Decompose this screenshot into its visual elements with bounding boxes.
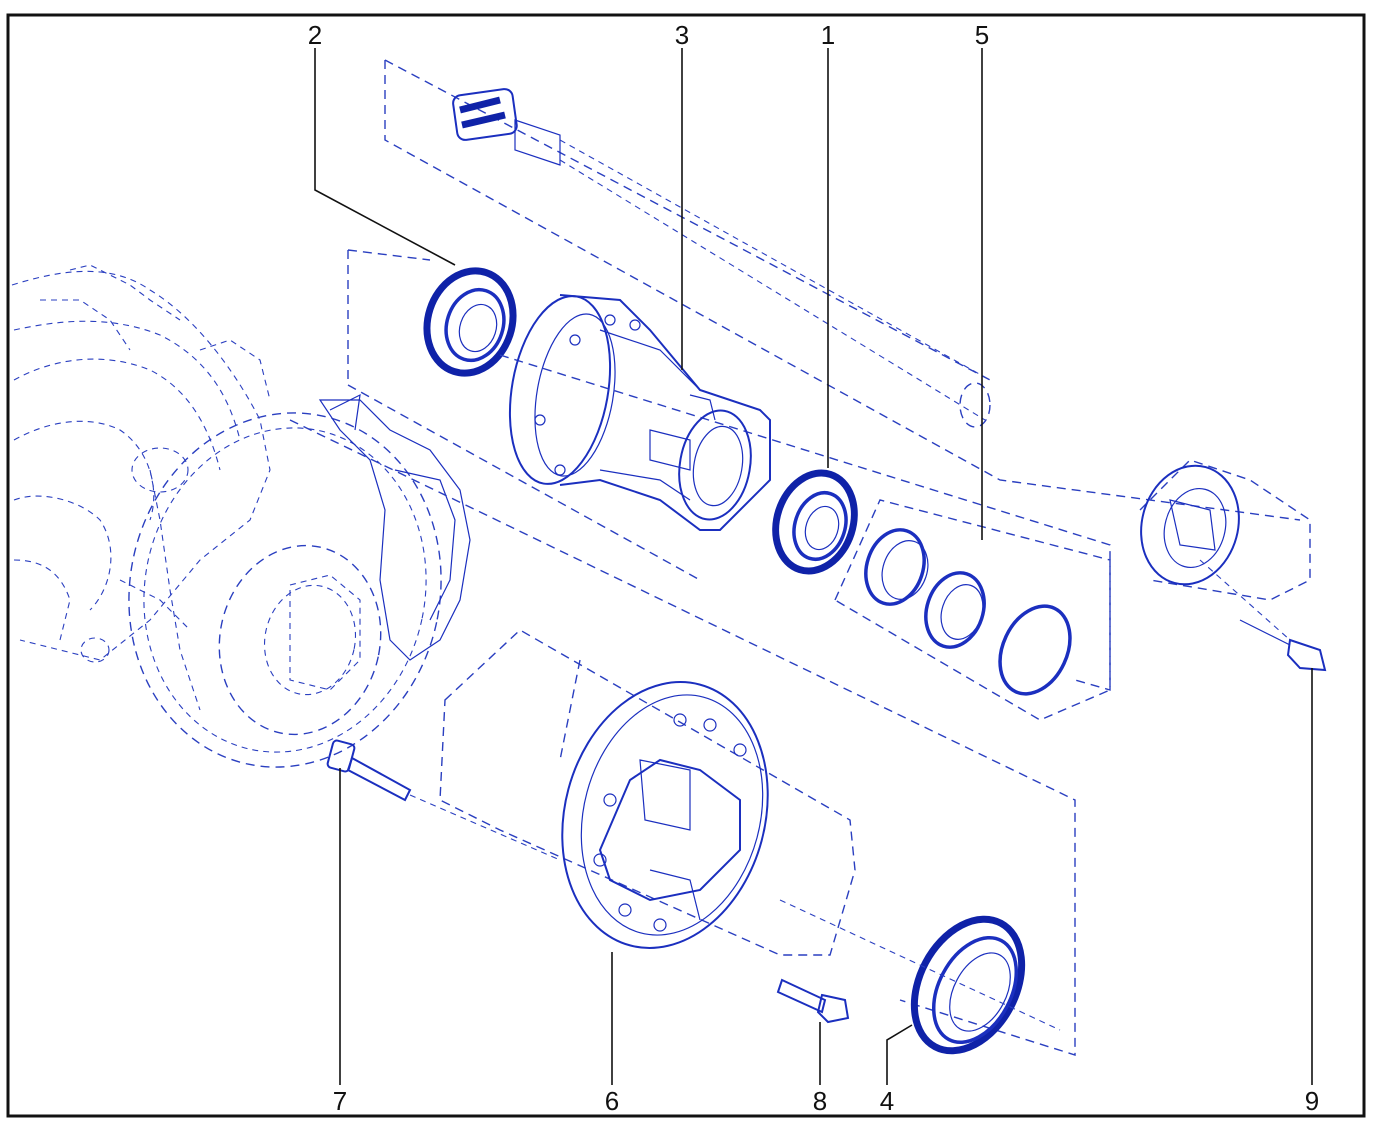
- part-8-bolt: [776, 978, 850, 1024]
- callout-8: 8: [813, 1086, 827, 1116]
- callout-7: 7: [333, 1086, 347, 1116]
- diagram-frame: [6, 13, 1366, 1118]
- part-5-retainer-set: [834, 499, 1111, 721]
- part-9-bolt: [1199, 559, 1327, 672]
- leader-lines: [314, 48, 1313, 1085]
- axle-housing-ghost: [11, 264, 271, 663]
- callout-1: 1: [821, 20, 835, 50]
- assembly-guide-upper: [347, 249, 1111, 691]
- leader-2: [314, 48, 456, 266]
- part-7-wheel-stud: [326, 739, 561, 861]
- callout-9: 9: [1305, 1086, 1319, 1116]
- callout-3: 3: [675, 20, 689, 50]
- callout-labels: 2 3 1 5 7 6 8 4 9: [308, 20, 1319, 1116]
- brake-caliper-ghost: [318, 393, 471, 661]
- callout-5: 5: [975, 20, 989, 50]
- part-1-bearing: [772, 469, 858, 575]
- callout-6: 6: [605, 1086, 619, 1116]
- drive-flange-right: [1139, 459, 1311, 601]
- assembly-guide-lower: [289, 419, 1076, 1056]
- axle-shaft: [384, 59, 1301, 521]
- part-6-hub-flange: [439, 629, 856, 956]
- part-2-seal: [423, 267, 517, 377]
- leader-4: [886, 1024, 913, 1085]
- callout-2: 2: [308, 20, 322, 50]
- part-4-large-seal: [779, 899, 1061, 1055]
- brake-rotor-ghost: [128, 412, 442, 768]
- callout-4: 4: [880, 1086, 894, 1116]
- part-3-hub-housing: [508, 294, 771, 531]
